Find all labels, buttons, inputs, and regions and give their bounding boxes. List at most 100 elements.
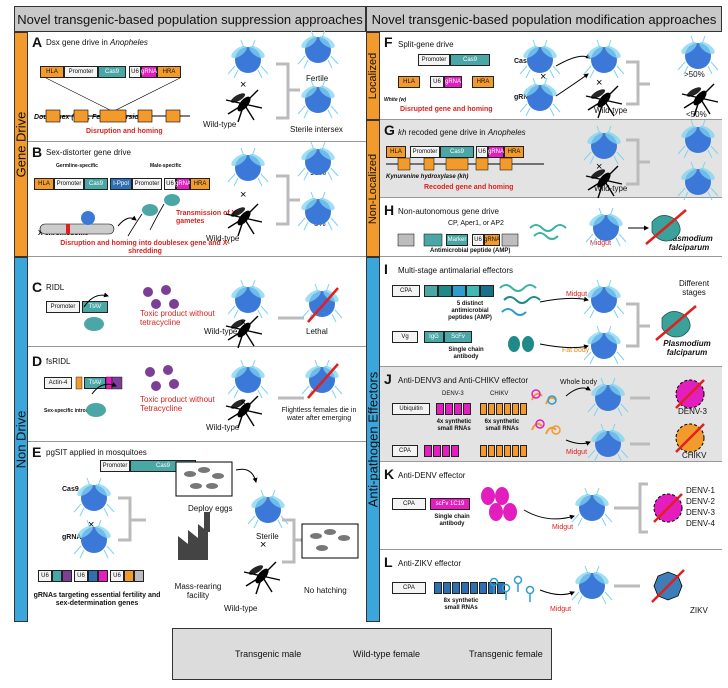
outcome-fertile: Fertile	[306, 74, 329, 83]
small-rna-unit	[479, 582, 487, 594]
outcome-denv3: DENV-3	[678, 407, 707, 416]
panel-j-graphics	[531, 377, 705, 463]
panel-f-graphics: × ×	[519, 35, 719, 119]
hla-box: HLA	[386, 146, 406, 158]
panel-label: C	[32, 279, 43, 295]
right-header: Novel transgenic-based population modifi…	[366, 6, 722, 32]
wild-type-label: Wild-type	[206, 423, 240, 432]
midgut-label: Midgut	[552, 524, 574, 531]
recoded-result: Recoded gene and homing	[424, 184, 514, 191]
midgut-label: Midgut	[550, 606, 572, 613]
grna-target-note: gRNAs targeting essential fertility and …	[33, 592, 161, 608]
legend-wild-type-female: Wild-type female	[353, 649, 421, 659]
panel-title: fsRIDL	[46, 357, 71, 366]
panel-title: Anti-ZIKV effector	[398, 559, 461, 568]
panel-label: J	[384, 371, 392, 387]
panel-title: Split-gene drive	[398, 40, 454, 49]
sterile-label: Sterile	[256, 532, 279, 541]
small-rna-unit	[520, 445, 527, 457]
rna8-note: 8x synthetic small RNAs	[443, 598, 479, 611]
grna-box: gRNA	[488, 146, 504, 158]
panel-l: L Anti-ZIKV effector CPA 8x synthetic sm…	[380, 550, 722, 622]
outcome-denv1: DENV-1	[686, 486, 715, 495]
wild-type-label: Wild-type	[594, 184, 628, 193]
panel-i-graphics	[499, 279, 697, 365]
amp-label: Antimicrobial peptide (AMP)	[430, 248, 511, 254]
cas9-label: Cas9	[62, 486, 79, 493]
cas9-box: Cas9	[450, 54, 490, 66]
svg-text:×: ×	[240, 79, 246, 91]
vg-box: Vg	[392, 331, 418, 343]
small-rna-unit	[451, 445, 459, 457]
ippol-box: I-Ppol	[110, 178, 132, 190]
panel-label: B	[32, 144, 43, 160]
panel-title: Dsx gene drive in Anopheles	[46, 38, 148, 47]
grna-unit-1	[52, 570, 62, 582]
promoter2-box: Promoter	[132, 178, 162, 190]
small-rna-unit	[496, 445, 503, 457]
panel-k-graphics	[481, 482, 683, 534]
panel-l-graphics	[489, 565, 685, 605]
panel-label: I	[384, 261, 388, 277]
wild-type-label: Wild-type	[204, 327, 238, 336]
panel-c-graphics: ×	[83, 279, 343, 349]
panel-h-graphics	[397, 207, 687, 247]
amp-unit-3	[452, 285, 466, 297]
small-rna-unit	[433, 445, 441, 457]
u6-box-3: U6	[110, 570, 124, 582]
small-rna-unit	[520, 403, 527, 415]
svg-text:×: ×	[260, 539, 266, 551]
panel-k: K Anti-DENV effector CPA scFv 1C19 Singl…	[380, 462, 722, 550]
rna4-note: 4x synthetic small RNAs	[436, 419, 472, 432]
panel-label: D	[32, 353, 43, 369]
svg-text:×: ×	[596, 161, 602, 173]
small-rna-unit	[452, 582, 460, 594]
amp-unit-2	[438, 285, 452, 297]
promoter-box: Promoter	[46, 301, 80, 313]
small-rna-unit	[434, 582, 442, 594]
small-rna-unit	[488, 403, 495, 415]
amp-note: 5 distinct antimicrobial peptides (AMP)	[448, 301, 492, 321]
amp-unit-5	[480, 285, 494, 297]
svg-text:×: ×	[540, 71, 546, 83]
panel-label: L	[384, 554, 393, 570]
intron-label: Sex-specific intron	[44, 408, 89, 414]
sidebar-gene-drive: Gene Drive	[14, 32, 29, 257]
panel-title: kh recoded gene drive in Anopheles	[398, 128, 526, 137]
promoter-box: Promoter	[54, 178, 84, 190]
grna-unit-6	[134, 570, 144, 582]
marker-box: Marker	[446, 234, 468, 246]
panel-title: Anti-DENV3 and Anti-CHIKV effector	[398, 376, 529, 385]
no-hatching-label: No hatching	[304, 586, 347, 595]
stages-label: Different stages	[678, 279, 710, 297]
panel-label: A	[32, 34, 43, 50]
outcome-denv4: DENV-4	[686, 519, 715, 528]
svg-text:×: ×	[88, 519, 94, 531]
small-rna-unit	[461, 582, 469, 594]
u6-box: U6	[430, 76, 444, 88]
outcome-gt50: >50%	[684, 70, 705, 79]
panel-b-graphics: ×	[39, 141, 339, 237]
cas9-box: Cas9	[98, 66, 126, 78]
small-rna-unit	[470, 582, 478, 594]
grna-box: gRNA	[444, 76, 462, 88]
outcome-chikv: CHIKV	[682, 451, 707, 460]
small-rna-unit	[445, 403, 453, 415]
germline-note: Germline-specific	[56, 163, 98, 169]
grna-unit-3	[88, 570, 98, 582]
small-rna-unit	[512, 403, 519, 415]
wild-type-label: Wild-type	[224, 604, 258, 613]
scfv-note: Single chain antibody	[434, 514, 470, 527]
small-rna-unit	[488, 582, 496, 594]
grna-box: gRNA	[175, 178, 191, 190]
panel-title: Anti-DENV effector	[398, 471, 466, 480]
promoter-options: CP, Aper1, or AP2	[448, 220, 504, 227]
small-rna-unit	[480, 445, 487, 457]
pathogen-label: Plasmodium falciparum	[663, 339, 711, 357]
panel-label: E	[32, 444, 42, 460]
sidebar-non-localized: Non-Localized	[366, 120, 380, 257]
panel-j: J Anti-DENV3 and Anti-CHIKV effector Ubi…	[380, 367, 722, 462]
promoter-box: Promoter	[410, 146, 440, 158]
cpa-box: CPA	[392, 285, 420, 297]
